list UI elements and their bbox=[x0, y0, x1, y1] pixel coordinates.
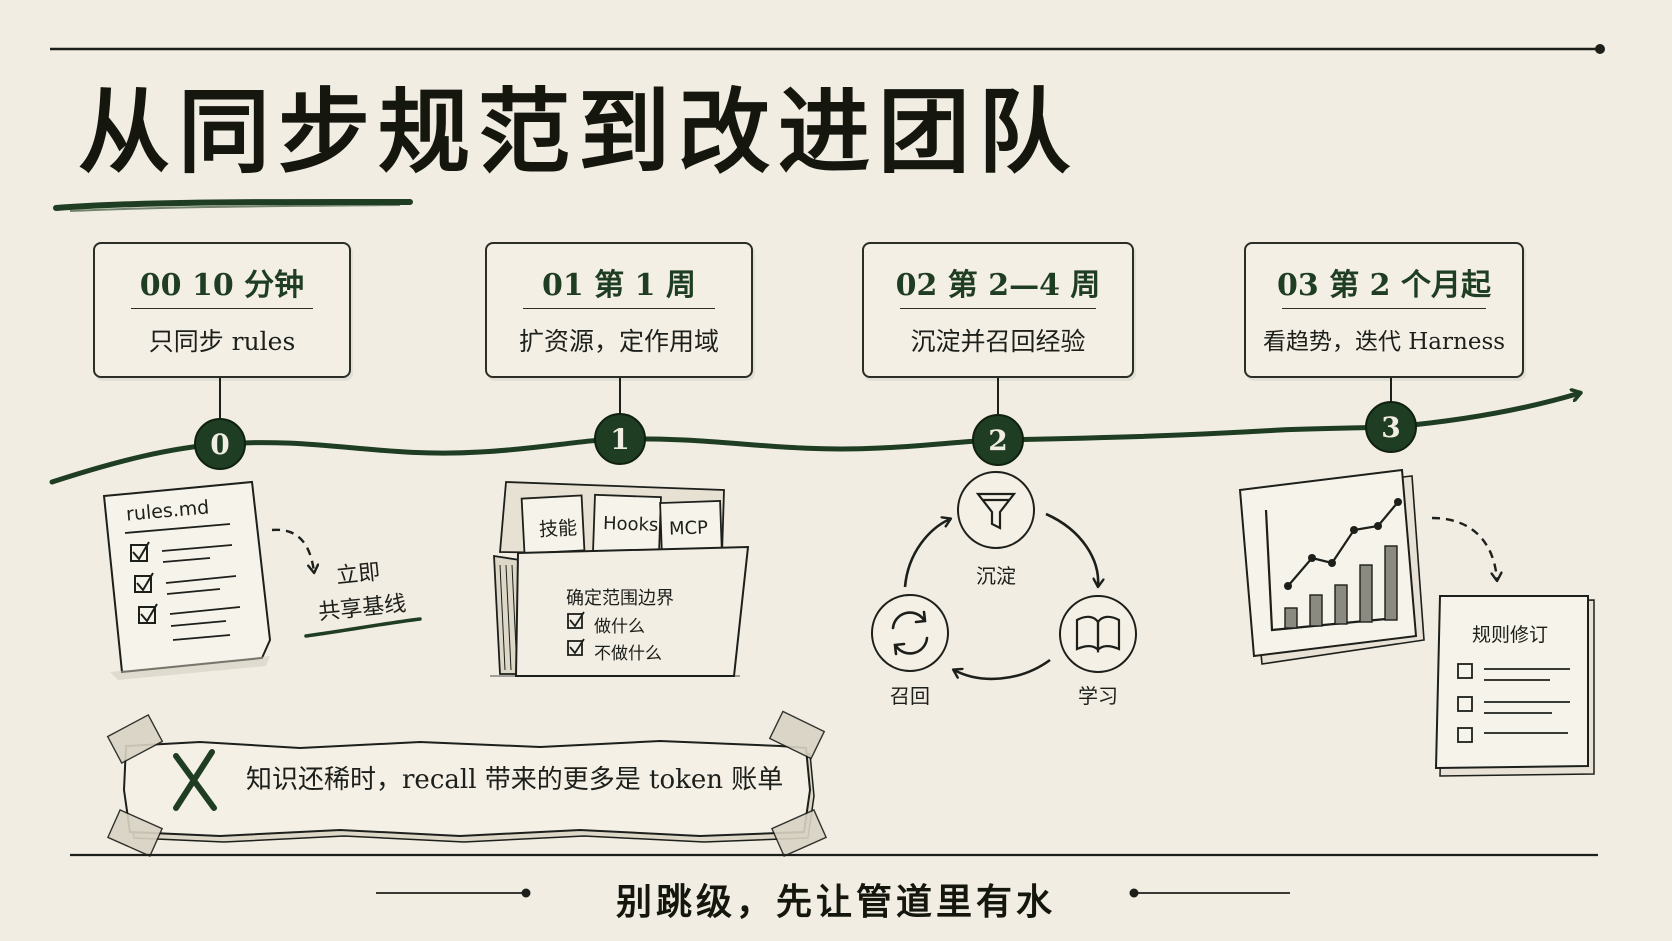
tab-hooks: Hooks bbox=[602, 513, 659, 536]
stage-description: 看趋势，迭代 Harness bbox=[1262, 329, 1506, 355]
note-line-1: 立即 bbox=[335, 559, 382, 590]
trend-chart-illustration bbox=[1238, 468, 1425, 665]
check-item-do: 做什么 bbox=[594, 617, 645, 637]
arrow-right-icon bbox=[271, 528, 314, 572]
title-underline bbox=[53, 198, 413, 211]
page-title: 从同步规范到改进团队 bbox=[78, 78, 1079, 186]
funnel-icon bbox=[975, 492, 1017, 530]
note-underline bbox=[304, 617, 422, 638]
stage-card-1: 01 第 1 周 扩资源，定作用域 bbox=[485, 242, 753, 378]
tab-skills: 技能 bbox=[538, 517, 578, 541]
warning-banner bbox=[106, 710, 828, 857]
stage-card-0: 00 10 分钟 只同步 rules bbox=[93, 242, 351, 378]
checkbox-icon bbox=[1457, 663, 1473, 743]
arrow-right-icon bbox=[1431, 516, 1497, 580]
revision-doc-title: 规则修订 bbox=[1472, 624, 1549, 646]
bar-chart-icon bbox=[1264, 498, 1402, 632]
warning-text: 知识还稀时，recall 带来的更多是 token 账单 bbox=[246, 765, 784, 795]
cycle-label-learn: 学习 bbox=[1078, 684, 1118, 708]
stage-card-3: 03 第 2 个月起 看趋势，迭代 Harness bbox=[1244, 242, 1524, 378]
footer-slogan: 别跳级，先让管道里有水 bbox=[615, 881, 1056, 923]
cycle-label-recall: 召回 bbox=[890, 684, 930, 708]
rules-doc-illustration bbox=[102, 480, 272, 680]
stage-heading: 02 第 2—4 周 bbox=[895, 268, 1101, 303]
book-icon bbox=[1075, 615, 1121, 654]
cycle-label-settle: 沉淀 bbox=[976, 564, 1016, 588]
tab-mcp: MCP bbox=[668, 517, 709, 540]
x-mark-icon bbox=[173, 749, 217, 811]
timeline-path bbox=[49, 393, 1580, 485]
stage-heading: 03 第 2 个月起 bbox=[1277, 268, 1491, 303]
divider bbox=[131, 308, 313, 309]
top-rule-dot bbox=[1595, 44, 1605, 54]
stage-heading: 01 第 1 周 bbox=[542, 268, 696, 303]
divider bbox=[1282, 308, 1486, 309]
revision-doc-illustration bbox=[1434, 595, 1595, 777]
divider bbox=[900, 308, 1096, 309]
checkbox-icon bbox=[567, 611, 585, 656]
divider bbox=[523, 308, 715, 309]
refresh-icon bbox=[891, 610, 929, 656]
folder-title: 确定范围边界 bbox=[566, 588, 674, 609]
stage-card-2: 02 第 2—4 周 沉淀并召回经验 bbox=[862, 242, 1134, 378]
stage-description: 扩资源，定作用域 bbox=[518, 327, 719, 356]
stage-description: 只同步 rules bbox=[148, 327, 296, 356]
stage-description: 沉淀并召回经验 bbox=[910, 327, 1086, 356]
checkbox-icon bbox=[130, 541, 158, 624]
cycle-illustration bbox=[871, 471, 1137, 681]
stage-heading: 00 10 分钟 bbox=[139, 268, 305, 303]
check-item-dont: 不做什么 bbox=[594, 644, 662, 664]
folder-illustration bbox=[490, 481, 750, 677]
